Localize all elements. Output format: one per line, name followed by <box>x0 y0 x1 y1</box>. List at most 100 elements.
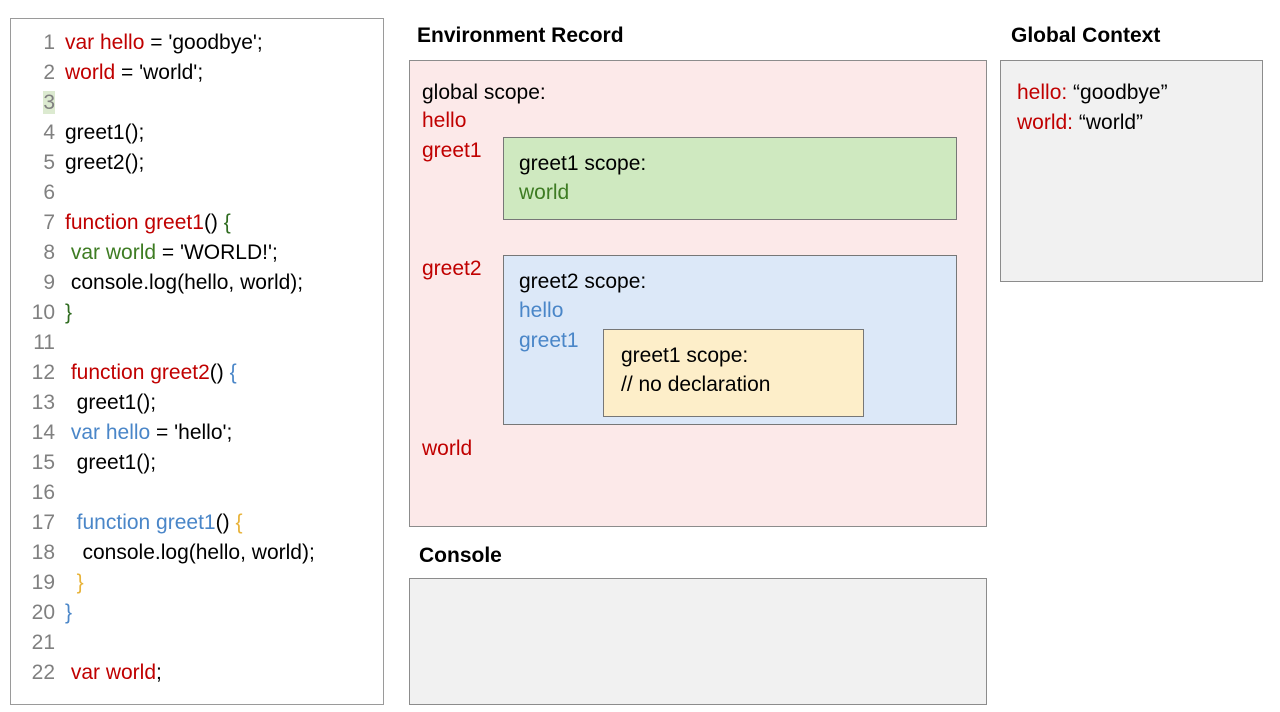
code-token: var hello <box>65 421 151 444</box>
global-scope-binding-world: world <box>422 437 473 460</box>
code-token: () <box>215 511 236 534</box>
code-line-text: greet1(); <box>55 118 144 148</box>
code-line-text: function greet1() { <box>55 208 231 238</box>
code-line-text: greet1(); <box>55 448 156 478</box>
global-scope-heading: global scope: <box>422 81 546 104</box>
code-token: } <box>65 601 73 624</box>
inner-greet1-scope-heading: greet1 scope: <box>621 344 749 367</box>
code-line-text: } <box>55 598 72 628</box>
code-line[interactable]: 15 greet1(); <box>11 448 383 478</box>
code-line[interactable]: 12 function greet2() { <box>11 358 383 388</box>
code-line-number: 3 <box>43 91 55 114</box>
code-line-text: greet2(); <box>55 148 144 178</box>
code-token: greet1(); <box>65 451 157 474</box>
code-token: greet2(); <box>65 151 145 174</box>
code-line[interactable]: 21 <box>11 628 383 658</box>
code-line-number: 15 <box>31 451 55 474</box>
code-line-number: 8 <box>43 241 55 264</box>
code-token: = 'world'; <box>115 61 204 84</box>
code-line-text: world = 'world'; <box>55 58 203 88</box>
environment-record-title: Environment Record <box>417 24 624 47</box>
code-line-number: 4 <box>43 121 55 144</box>
code-token: { <box>223 211 231 234</box>
greet2-scope-binding-greet1: greet1 <box>519 329 579 352</box>
code-line-number: 18 <box>31 541 55 564</box>
inner-greet1-scope-box: greet1 scope: // no declaration <box>603 329 864 417</box>
code-line-number: 22 <box>31 661 55 684</box>
code-line[interactable]: 4 greet1(); <box>11 118 383 148</box>
code-token: var world <box>65 661 157 684</box>
code-token: () <box>203 211 224 234</box>
code-token: function greet2 <box>65 361 210 384</box>
global-context-key-hello: hello: <box>1017 81 1068 104</box>
code-line-number: 7 <box>43 211 55 234</box>
code-line-number: 11 <box>33 331 55 354</box>
global-scope-binding-hello: hello <box>422 109 467 132</box>
code-line-number: 19 <box>31 571 55 594</box>
code-line-text: var hello = 'hello'; <box>55 418 233 448</box>
console-title: Console <box>419 544 502 567</box>
code-line[interactable]: 20} <box>11 598 383 628</box>
inner-greet1-scope-note: // no declaration <box>621 373 771 396</box>
global-context-value-world: “world” <box>1078 111 1144 134</box>
code-line[interactable]: 17 function greet1() { <box>11 508 383 538</box>
code-line[interactable]: 5 greet2(); <box>11 148 383 178</box>
code-line[interactable]: 3 <box>11 88 383 118</box>
code-line[interactable]: 9 console.log(hello, world); <box>11 268 383 298</box>
code-token: { <box>229 361 237 384</box>
global-context-row-hello: hello: “goodbye” <box>1017 79 1168 107</box>
code-line-text: var world; <box>55 658 162 688</box>
code-token: greet1(); <box>65 121 145 144</box>
code-token: function greet1 <box>65 511 216 534</box>
code-token: function greet1 <box>65 211 204 234</box>
code-line-number: 9 <box>43 271 55 294</box>
code-token: } <box>65 571 84 594</box>
code-line-number: 2 <box>43 61 55 84</box>
code-line[interactable]: 13 greet1(); <box>11 388 383 418</box>
code-token: console.log(hello, world); <box>65 271 304 294</box>
code-line[interactable]: 14 var hello = 'hello'; <box>11 418 383 448</box>
code-token: console.log(hello, world); <box>65 541 315 564</box>
global-context-key-world: world: <box>1017 111 1074 134</box>
code-line[interactable]: 11 <box>11 328 383 358</box>
code-line[interactable]: 6 <box>11 178 383 208</box>
greet1-scope-heading: greet1 scope: <box>519 152 647 175</box>
code-token: greet1(); <box>65 391 157 414</box>
global-scope-binding-greet2: greet2 <box>422 257 482 280</box>
code-line[interactable]: 19 } <box>11 568 383 598</box>
code-line-text: greet1(); <box>55 388 156 418</box>
code-line-number: 20 <box>31 601 55 624</box>
code-line-text: function greet2() { <box>55 358 237 388</box>
code-line-text: } <box>55 298 72 328</box>
global-scope-binding-greet1: greet1 <box>422 139 482 162</box>
code-line[interactable]: 18 console.log(hello, world); <box>11 538 383 568</box>
code-line[interactable]: 8 var world = 'WORLD!'; <box>11 238 383 268</box>
code-token: = 'goodbye'; <box>144 31 263 54</box>
code-token: = 'WORLD!'; <box>156 241 278 264</box>
environment-record-global-scope-box: global scope: hello greet1 greet2 world … <box>409 60 987 527</box>
global-context-title: Global Context <box>1011 24 1161 47</box>
code-line-text: console.log(hello, world); <box>55 538 315 568</box>
code-line-number: 12 <box>31 361 55 384</box>
code-line-number: 17 <box>31 511 55 534</box>
code-line-number: 10 <box>31 301 55 324</box>
code-line[interactable]: 16 <box>11 478 383 508</box>
code-line-text: } <box>55 568 84 598</box>
code-line-text: var hello = 'goodbye'; <box>55 28 263 58</box>
code-token: ; <box>156 661 162 684</box>
code-line-text: console.log(hello, world); <box>55 268 303 298</box>
code-token: () <box>209 361 230 384</box>
code-line-text: function greet1() { <box>55 508 243 538</box>
code-token: var world <box>70 241 157 264</box>
code-line-number: 13 <box>31 391 55 414</box>
code-line-number: 5 <box>43 151 55 174</box>
code-line-text: var world = 'WORLD!'; <box>55 238 278 268</box>
greet2-scope-binding-hello: hello <box>519 299 564 322</box>
code-line[interactable]: 22 var world; <box>11 658 383 688</box>
code-line[interactable]: 10} <box>11 298 383 328</box>
console-output-box[interactable] <box>409 578 987 705</box>
